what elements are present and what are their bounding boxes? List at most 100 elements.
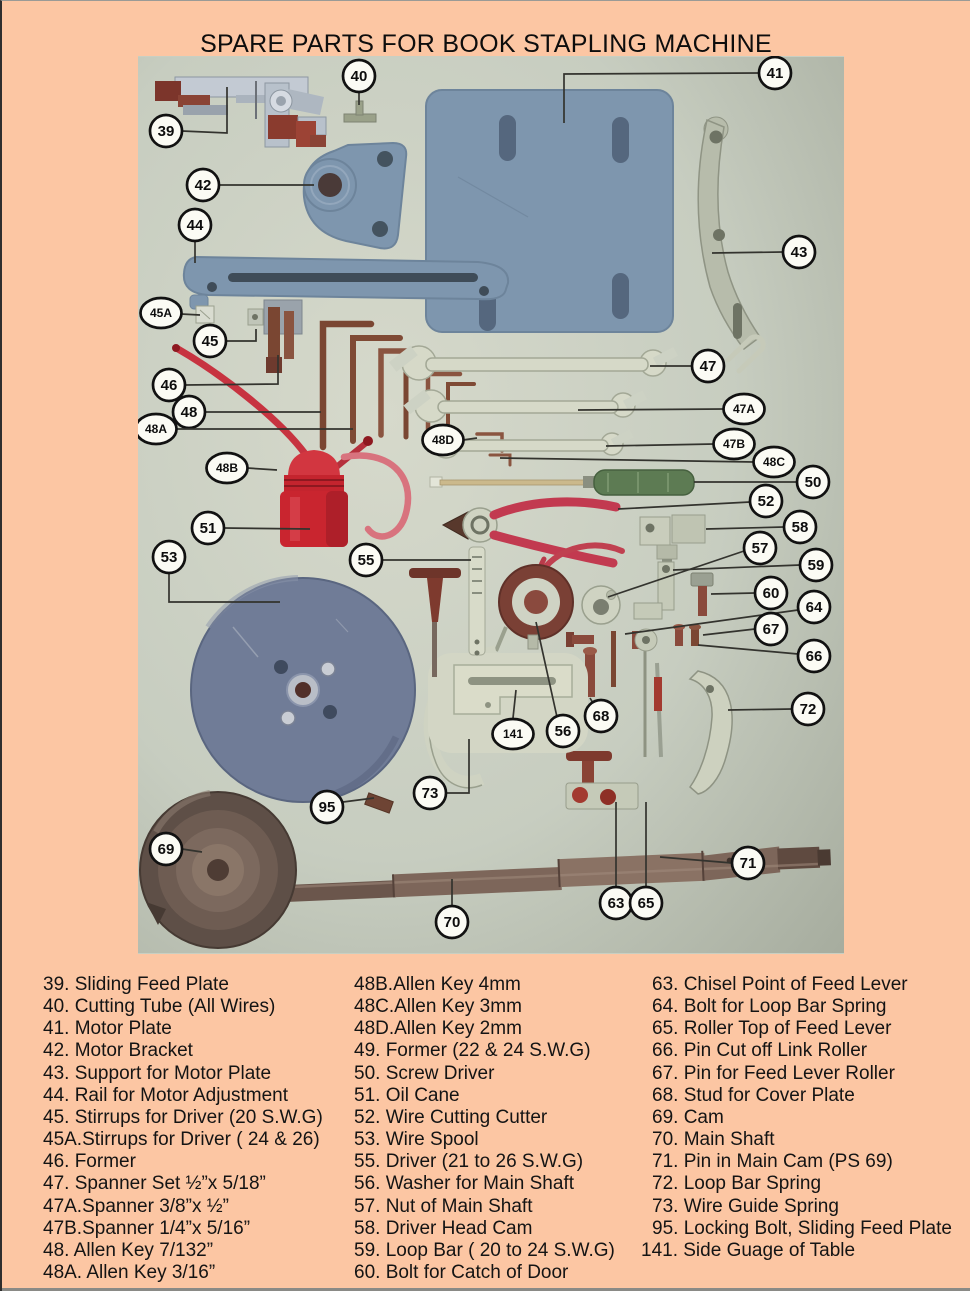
part-small-pins: [566, 624, 701, 652]
page-title: SPARE PARTS FOR BOOK STAPLING MACHINE: [200, 30, 772, 58]
parts-list-item: 64. Bolt for Loop Bar Spring: [652, 996, 887, 1018]
callout-circle-70: [434, 904, 470, 940]
leader-line-52: [617, 501, 751, 510]
callout-circle-64: [796, 589, 832, 625]
callout-label-57: 57: [752, 540, 769, 557]
callout-circle-43: [781, 234, 817, 270]
parts-list-item: 57. Nut of Main Shaft: [354, 1195, 533, 1217]
callout-circle-65: [628, 885, 664, 921]
part-driver: [409, 546, 486, 677]
callout-circle-48: [171, 394, 207, 430]
callout-label-47A: 47A: [733, 402, 755, 416]
callout-label-50: 50: [805, 474, 822, 491]
callout-circle-51: [190, 510, 226, 546]
parts-list-item: 48B.Allen Key 4mm: [354, 974, 521, 995]
leader-line-48B: [246, 467, 278, 471]
leader-line-141: [512, 689, 517, 719]
callout-circle-46: [151, 367, 187, 403]
leader-line-56: [535, 621, 558, 718]
parts-list-item: 73. Wire Guide Spring: [652, 1195, 839, 1217]
parts-list-item: 49. Former (22 & 24 S.W.G): [354, 1040, 591, 1062]
parts-list-item: 44. Rail for Motor Adjustment: [43, 1084, 288, 1106]
callout-circle-95: [309, 789, 345, 825]
part-former: [263, 299, 303, 373]
parts-list-item: 68. Stud for Cover Plate: [652, 1084, 855, 1106]
callout-circle-60: [753, 575, 789, 611]
callout-circle-72: [790, 691, 826, 727]
leader-line-46: [184, 355, 279, 386]
callout-circle-66: [796, 638, 832, 674]
parts-list-item: 42. Motor Bracket: [43, 1040, 193, 1062]
callout-label-52: 52: [758, 493, 775, 510]
callout-label-95: 95: [319, 799, 336, 816]
callout-label-67: 67: [763, 621, 780, 638]
callout-label-48: 48: [181, 404, 198, 421]
parts-list-item: 72. Loop Bar Spring: [652, 1173, 822, 1195]
callout-circle-67: [753, 611, 789, 647]
parts-list-item: 48C.Allen Key 3mm: [354, 996, 522, 1018]
leader-line-73: [446, 739, 470, 794]
parts-list-item: 58. Driver Head Cam: [354, 1217, 533, 1239]
parts-list-item: 71. Pin in Main Cam (PS 69): [652, 1151, 893, 1173]
callout-circle-48C: [752, 445, 796, 479]
callout-label-44: 44: [187, 217, 204, 234]
leader-line-53: [168, 573, 280, 603]
part-wire-spool: [190, 575, 416, 803]
parts-list-item: 47. Spanner Set ½”x 5/18”: [43, 1173, 266, 1195]
leader-line-45: [226, 329, 257, 342]
parts-list-item: 45. Stirrups for Driver (20 S.W.G): [43, 1106, 323, 1128]
callout-label-65: 65: [638, 895, 655, 912]
callout-label-70: 70: [444, 914, 461, 931]
part-wire-cutter: [441, 497, 621, 568]
parts-list-item: 48A. Allen Key 3/16”: [43, 1262, 216, 1284]
parts-list-item: 50. Screw Driver: [354, 1062, 495, 1084]
callout-label-39: 39: [158, 123, 175, 140]
parts-list-item: 60. Bolt for Catch of Door: [354, 1262, 569, 1284]
parts-list-item: 48. Allen Key 7/132”: [43, 1239, 214, 1261]
part-sliding-feed-plate: [155, 76, 327, 148]
parts-list-item: 55. Driver (21 to 26 S.W.G): [354, 1151, 584, 1173]
parts-list-item: 59. Loop Bar ( 20 to 24 S.W.G): [354, 1239, 615, 1261]
callout-label-68: 68: [593, 708, 610, 725]
part-motor-bracket: [302, 141, 408, 250]
parts-list-item: 56. Washer for Main Shaft: [354, 1173, 575, 1195]
callout-label-64: 64: [806, 599, 823, 616]
parts-list-item: 47B.Spanner 1/4”x 5/16”: [43, 1217, 251, 1239]
parts-list-item: 51. Oil Cane: [354, 1084, 460, 1106]
callout-circle-44: [177, 207, 213, 243]
leader-line-51: [223, 527, 311, 530]
part-feed-lever-clamp: [565, 751, 639, 810]
callout-circle-48D: [421, 423, 465, 457]
leader-line-41: [563, 72, 760, 123]
part-bolt-catch-door: [690, 572, 714, 616]
part-stud: [583, 631, 616, 697]
part-loop-bar: [633, 561, 675, 758]
callout-circle-45: [192, 323, 228, 359]
callout-label-71: 71: [740, 855, 757, 872]
callout-circle-68: [583, 698, 619, 734]
callout-label-59: 59: [808, 557, 825, 574]
parts-list-item: 45A.Stirrups for Driver ( 24 & 26): [43, 1129, 320, 1151]
callout-circle-141: [491, 717, 535, 751]
part-screwdriver: [429, 469, 695, 496]
callout-circle-47A: [722, 392, 766, 426]
callout-label-41: 41: [767, 65, 784, 82]
part-allen-key-3mm: [488, 453, 512, 467]
callout-circle-56: [545, 713, 581, 749]
part-wire-hairpin: [725, 334, 766, 374]
parts-list-item: 47A.Spanner 3/8”x ½”: [43, 1195, 229, 1217]
part-loop-bar-spring: [688, 670, 733, 795]
callout-circle-45A: [139, 296, 183, 330]
parts-list-item: 53. Wire Spool: [354, 1129, 479, 1151]
leader-line-48C: [499, 457, 755, 463]
callout-label-42: 42: [195, 177, 212, 194]
callout-label-141: 141: [503, 727, 523, 741]
leader-line-57: [607, 550, 745, 598]
callout-label-48D: 48D: [432, 433, 454, 447]
callout-label-53: 53: [161, 549, 178, 566]
parts-list-item: 48D.Allen Key 2mm: [354, 1018, 522, 1040]
